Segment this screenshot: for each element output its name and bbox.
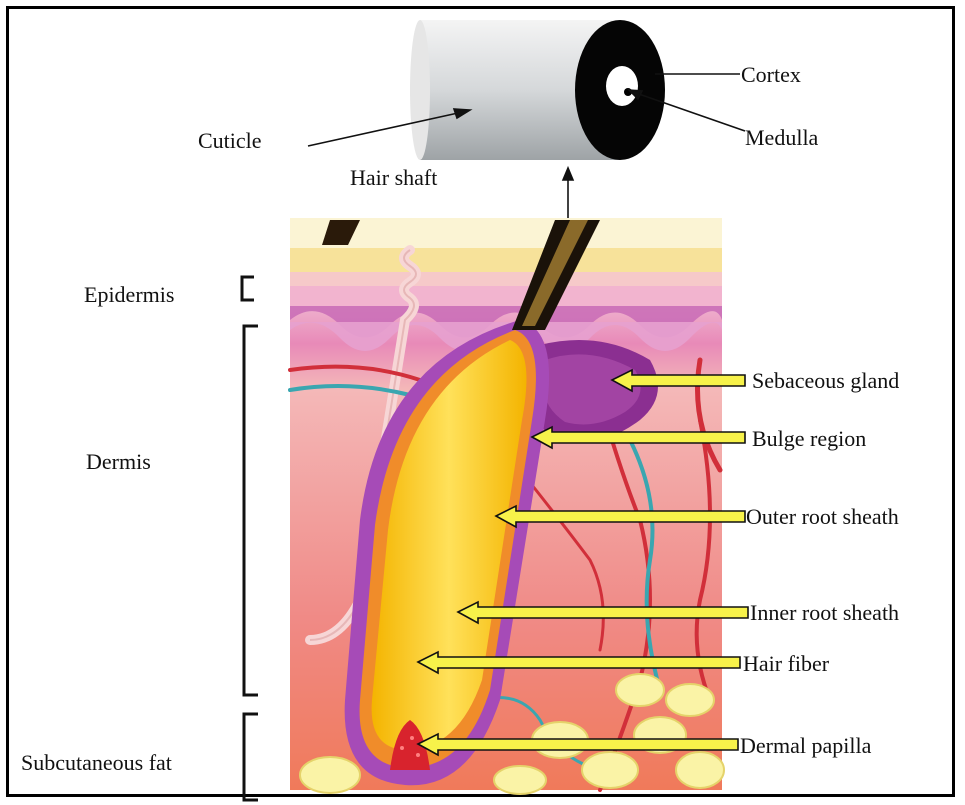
- sebaceous-gland-label: Sebaceous gland: [752, 370, 899, 392]
- subcutaneous-bracket: [244, 714, 258, 800]
- epidermis-label: Epidermis: [84, 284, 174, 306]
- subcutaneous-fat-label: Subcutaneous fat: [21, 752, 172, 774]
- dermis-label: Dermis: [86, 451, 151, 473]
- hair-fiber-label: Hair fiber: [743, 653, 829, 675]
- outer-root-sheath-label: Outer root sheath: [746, 506, 899, 528]
- epidermis-bracket: [242, 277, 254, 300]
- cortex-label: Cortex: [741, 64, 801, 86]
- bulge-region-label: Bulge region: [752, 428, 866, 450]
- dermal-papilla-label: Dermal papilla: [740, 735, 871, 757]
- inner-root-sheath-label: Inner root sheath: [750, 602, 899, 624]
- dermis-bracket: [244, 326, 258, 695]
- hair-shaft-label: Hair shaft: [350, 167, 437, 189]
- medulla-core: [606, 66, 638, 106]
- medulla-label: Medulla: [745, 127, 818, 149]
- cuticle-label: Cuticle: [198, 130, 262, 152]
- skin-cross-section: [290, 218, 724, 794]
- layer-brackets: [242, 277, 258, 800]
- hair-shaft-cylinder: [410, 20, 665, 160]
